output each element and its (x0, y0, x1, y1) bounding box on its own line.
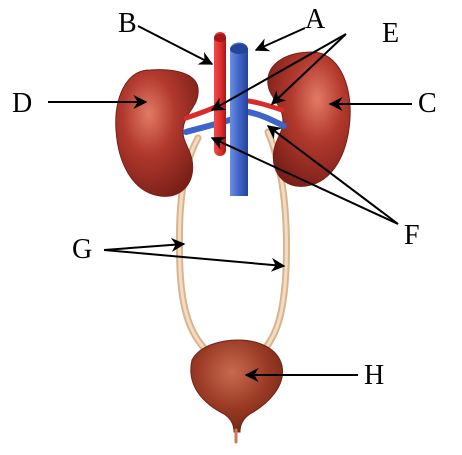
label-a: A (305, 6, 325, 34)
arrow-g-right (104, 250, 284, 266)
left-renal-vein (186, 118, 236, 132)
label-d: D (12, 90, 32, 118)
vena-cava-top (230, 44, 248, 54)
label-h: H (364, 362, 384, 390)
arrow-a (256, 28, 305, 50)
aorta-top (214, 34, 226, 42)
arrow-g-left (104, 244, 184, 250)
label-b: B (118, 10, 137, 38)
label-c: C (418, 90, 437, 118)
arrow-b (138, 26, 212, 64)
label-f: F (404, 222, 420, 250)
label-g: G (72, 236, 92, 264)
label-e: E (382, 20, 399, 48)
inferior-vena-cava (230, 43, 248, 197)
aorta (214, 32, 226, 156)
right-renal-vein (248, 112, 284, 126)
bladder (191, 340, 283, 432)
